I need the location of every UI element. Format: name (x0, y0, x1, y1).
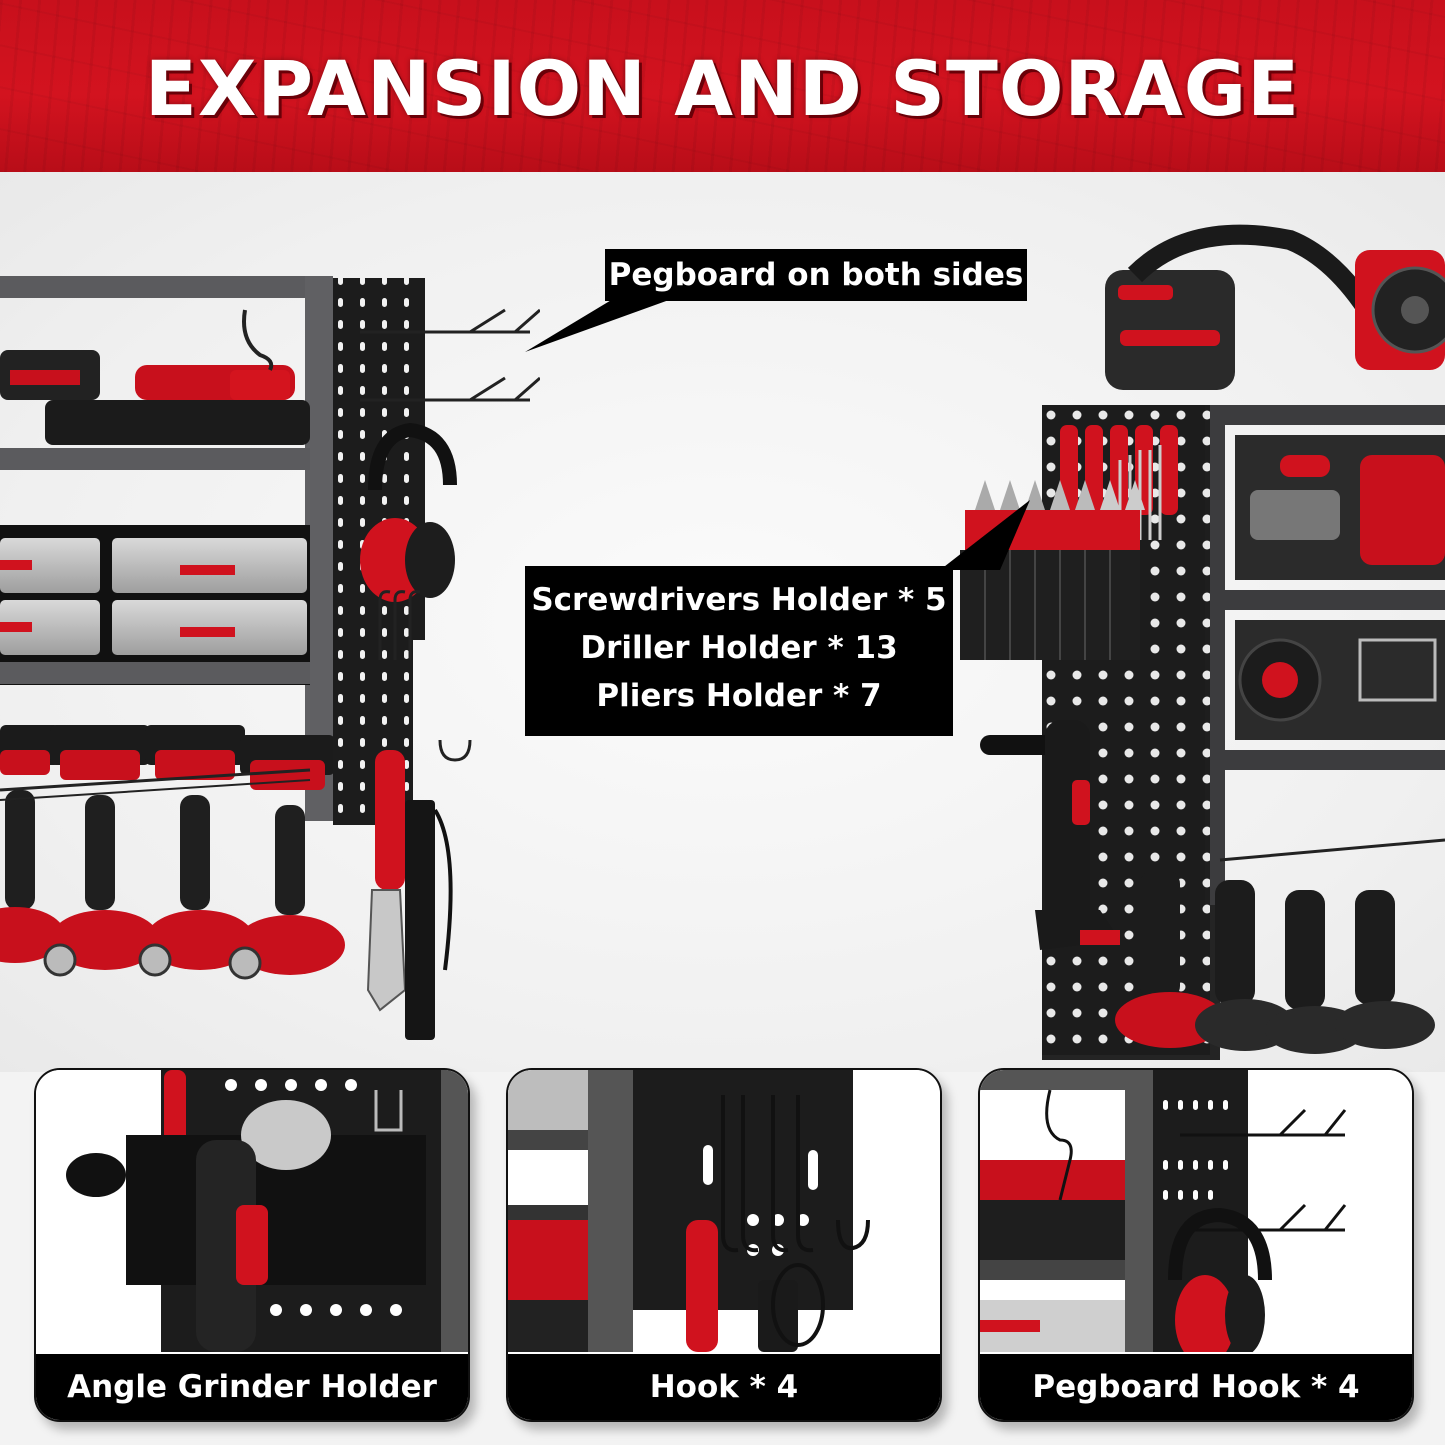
hook-icon (508, 1070, 940, 1352)
driller-holder-label: Driller Holder * 13 (580, 630, 898, 666)
panel-caption-pegboard-hook: Pegboard Hook * 4 (980, 1354, 1412, 1420)
title-banner: EXPANSION AND STORAGE (0, 0, 1445, 172)
screwdrivers-holder-label: Screwdrivers Holder * 5 (531, 582, 947, 618)
pegboard-callout: Pegboard on both sides (605, 249, 1027, 301)
pegboard-callout-label: Pegboard on both sides (608, 257, 1024, 293)
panel-caption-hook: Hook * 4 (508, 1354, 940, 1420)
detail-panel-angle-grinder: Angle Grinder Holder (34, 1068, 470, 1422)
angle-grinder-holder-icon (36, 1070, 468, 1352)
banner-title: EXPANSION AND STORAGE (144, 44, 1301, 133)
detail-panel-hook: Hook * 4 (506, 1068, 942, 1422)
holders-callout: Screwdrivers Holder * 5 Driller Holder *… (525, 566, 953, 736)
panel-caption-angle-grinder: Angle Grinder Holder (36, 1354, 468, 1420)
right-rack-illustration (960, 224, 1445, 1060)
detail-panel-pegboard-hook: Pegboard Hook * 4 (978, 1068, 1414, 1422)
left-rack-illustration (0, 276, 540, 1040)
pliers-holder-label: Pliers Holder * 7 (596, 678, 882, 714)
pegboard-hook-icon (980, 1070, 1412, 1352)
